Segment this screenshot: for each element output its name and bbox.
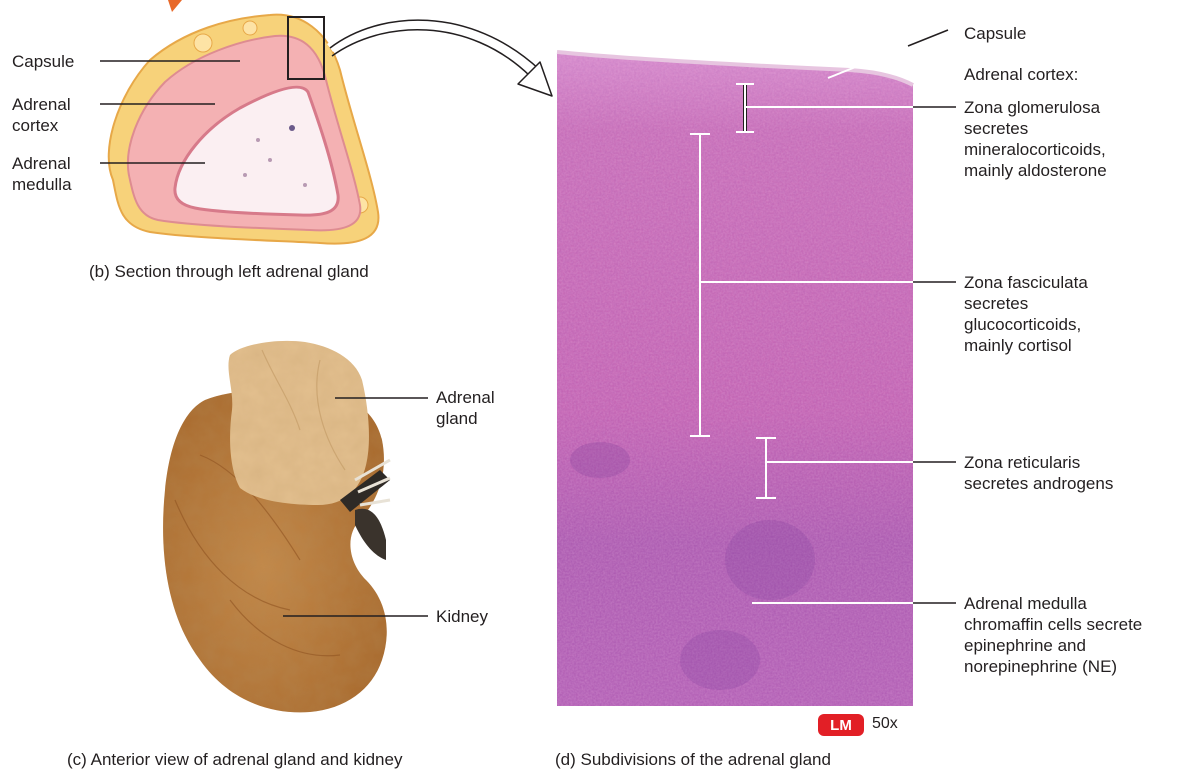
label-capsule-b: Capsule — [12, 51, 74, 72]
label-reticularis: Zona reticularis secretes androgens — [964, 452, 1113, 494]
label-medulla-d: Adrenal medulla chromaffin cells secrete… — [964, 593, 1142, 677]
caption-panel-d: (d) Subdivisions of the adrenal gland — [555, 750, 831, 770]
label-fasciculata: Zona fasciculata secretes glucocorticoid… — [964, 272, 1088, 356]
lm-badge: LM — [818, 714, 864, 736]
caption-panel-c: (c) Anterior view of adrenal gland and k… — [67, 750, 402, 770]
kidney-photo — [163, 341, 390, 713]
label-cortex-b: Adrenal cortex — [12, 94, 71, 136]
label-medulla-b: Adrenal medulla — [12, 153, 72, 195]
magnification-label: 50x — [872, 715, 898, 733]
orange-corner-mark — [168, 0, 182, 12]
label-capsule-d: Capsule — [964, 23, 1026, 44]
caption-panel-b: (b) Section through left adrenal gland — [89, 262, 369, 282]
micrograph — [557, 40, 913, 706]
zoom-arrow — [330, 20, 540, 70]
label-kidney-c: Kidney — [436, 606, 488, 627]
label-cortex-heading: Adrenal cortex: — [964, 64, 1078, 85]
label-glomerulosa: Zona glomerulosa secretes mineralocortic… — [964, 97, 1107, 181]
adrenal-section-illustration — [109, 15, 379, 244]
label-gland-c: Adrenal gland — [436, 387, 495, 429]
